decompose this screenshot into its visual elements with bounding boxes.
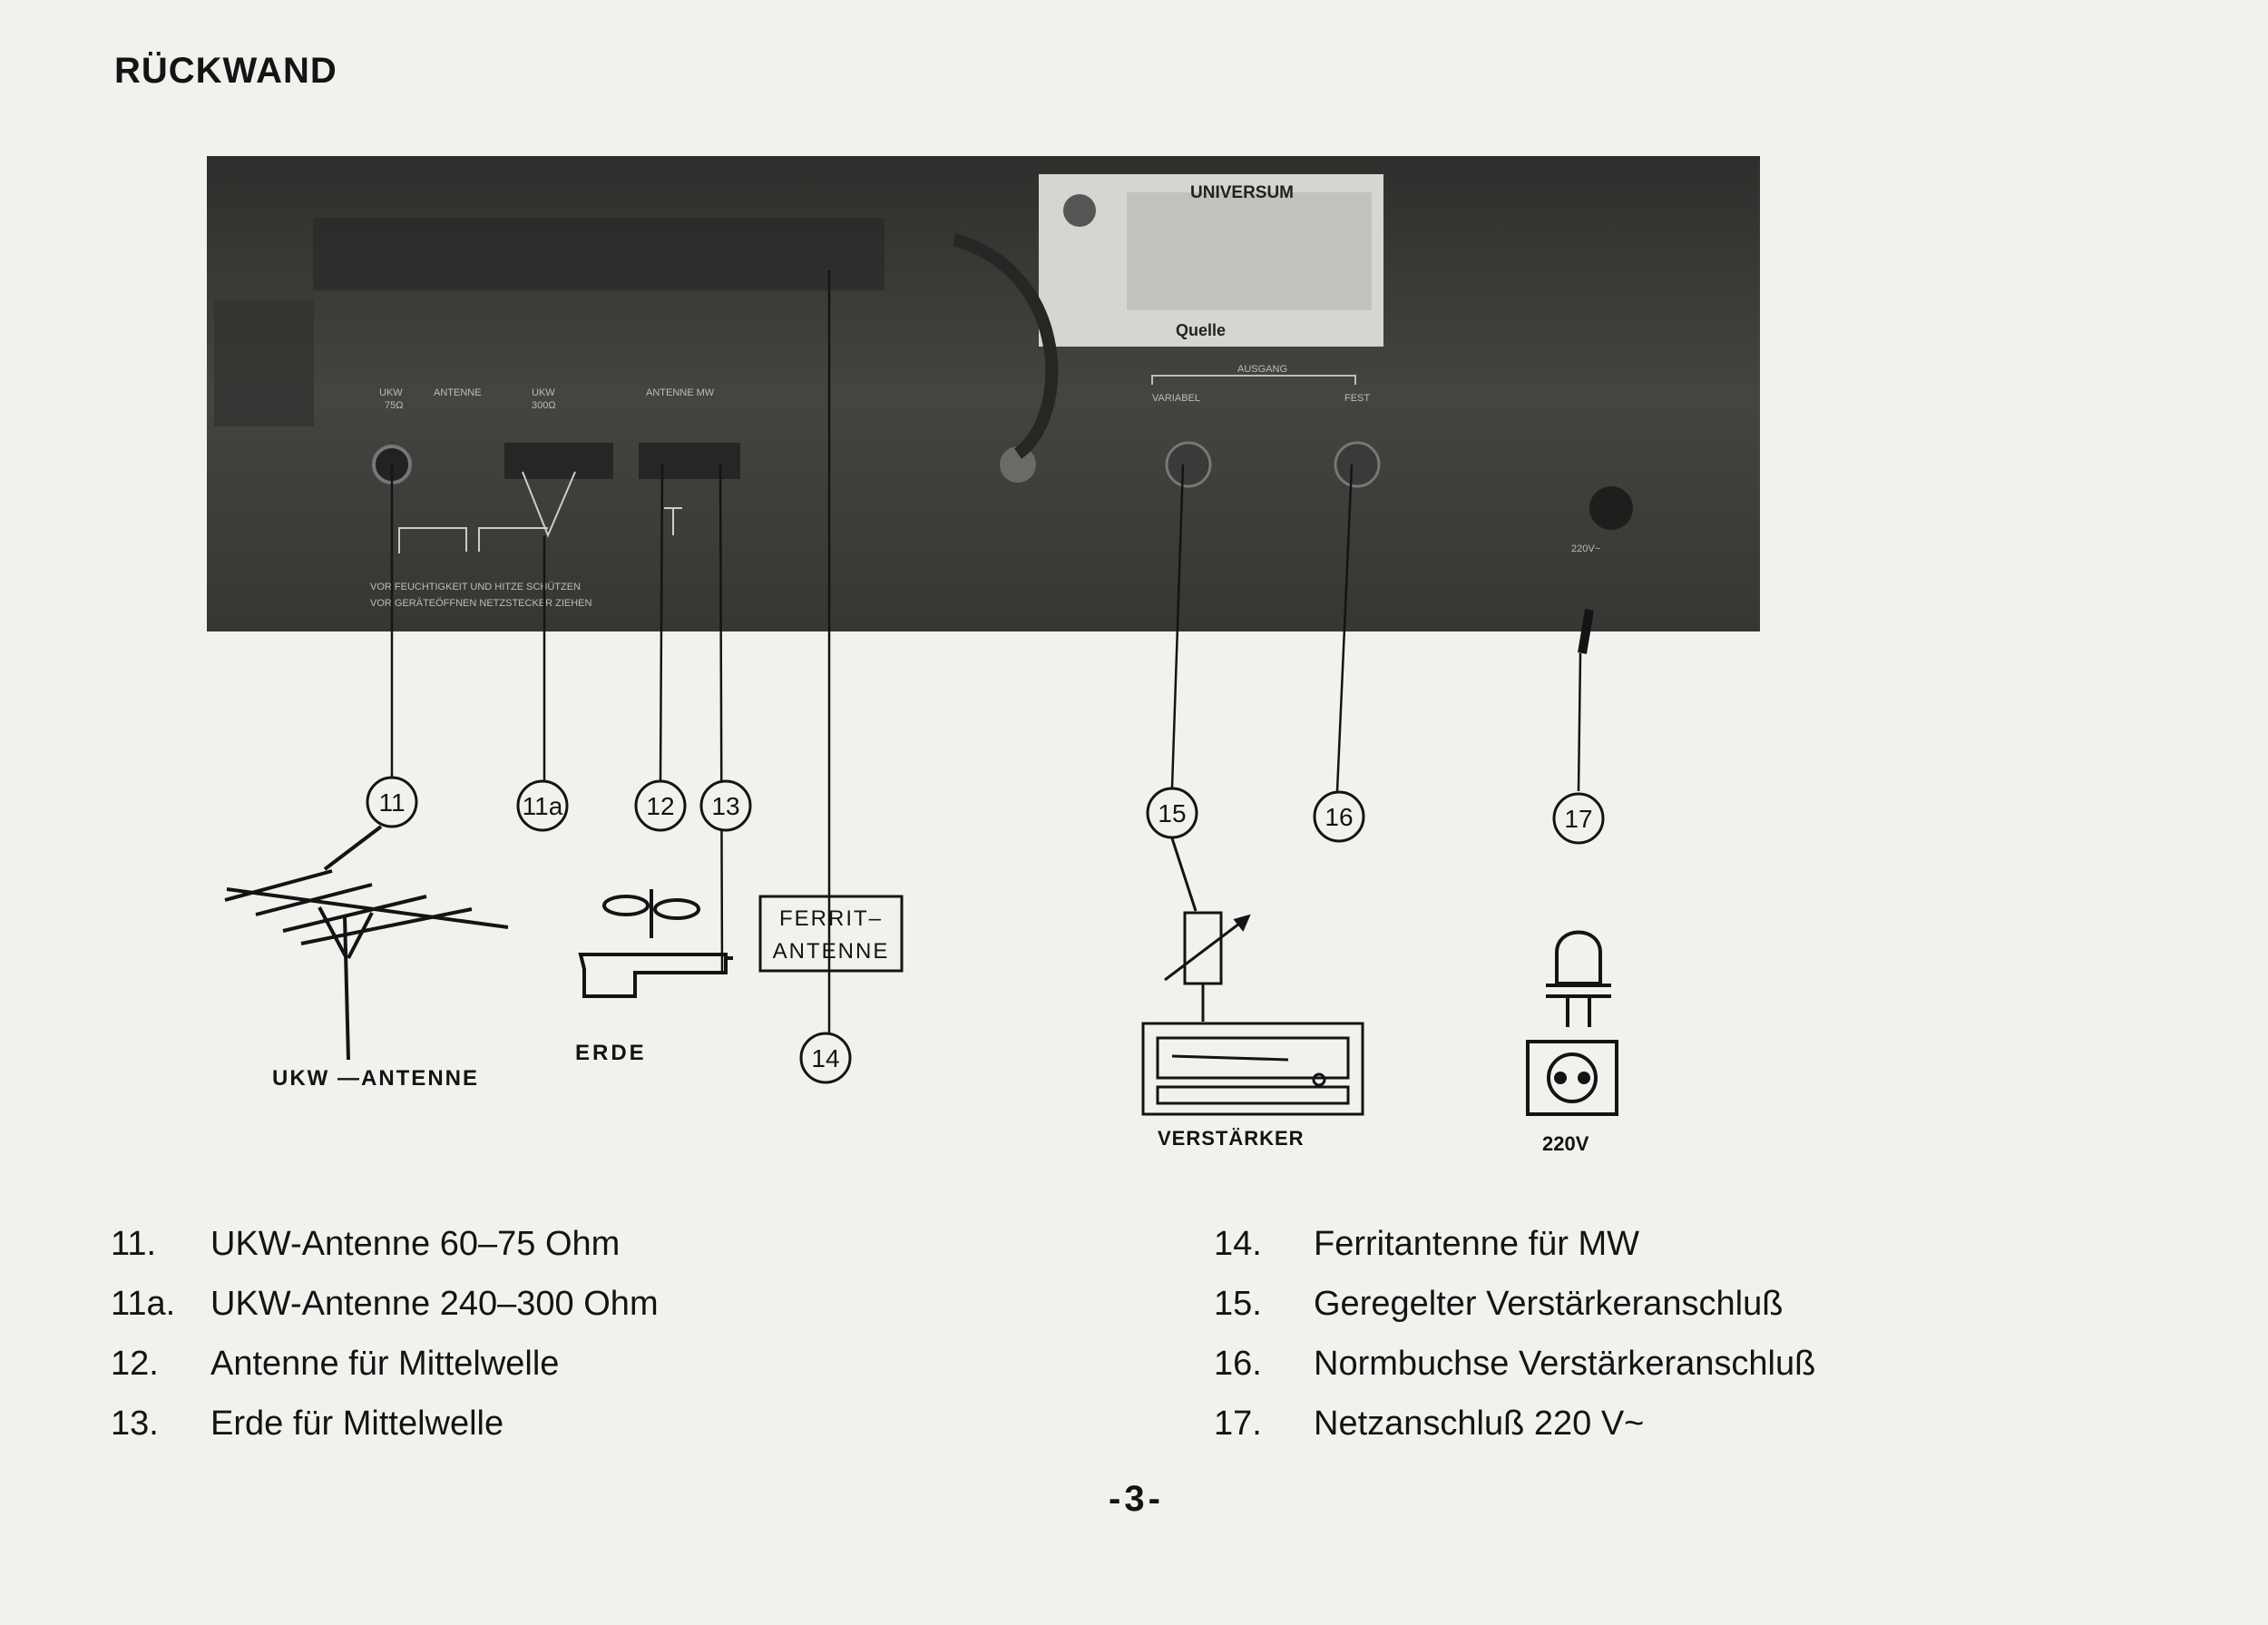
legend-item: 11. UKW-Antenne 60–75 Ohm <box>111 1214 659 1274</box>
legend-item: 12. Antenne für Mittelwelle <box>111 1334 659 1394</box>
legend-item: 16. Normbuchse Verstärkeranschluß <box>1214 1334 1815 1394</box>
leader-16 <box>1335 464 1354 792</box>
panel-warning-2: VOR GERÄTEÖFFNEN NETZSTECKER ZIEHEN <box>370 598 592 609</box>
leader-13 <box>719 464 724 975</box>
legend-item: 13. Erde für Mittelwelle <box>111 1394 659 1454</box>
legend-text: Normbuchse Verstärkeranschluß <box>1314 1345 1816 1383</box>
leader-12 <box>659 464 664 781</box>
callout-13: 13 <box>711 792 739 820</box>
label-ukw-75: UKW <box>379 387 403 398</box>
label-ausgang: AUSGANG <box>1237 364 1287 375</box>
caption-220v: 220V <box>1542 1132 1589 1155</box>
cable-loop <box>953 233 1059 459</box>
callout-15: 15 <box>1158 799 1186 827</box>
panel-top-recess <box>313 218 885 290</box>
panel-antenna-lines <box>398 471 682 553</box>
terminal-ukw-300 <box>504 443 613 479</box>
legend-text: UKW-Antenne 240–300 Ohm <box>210 1285 659 1323</box>
callout-11: 11 <box>378 788 405 817</box>
legend-number: 17. <box>1214 1405 1262 1443</box>
callout-14: 14 <box>811 1044 839 1072</box>
legend-right: 14. Ferritantenne für MW 15. Geregelter … <box>1214 1214 1815 1454</box>
legend-number: 15. <box>1214 1285 1262 1323</box>
type-plate-window <box>1127 192 1372 310</box>
legend-number: 16. <box>1214 1345 1262 1383</box>
page-title: RÜCKWAND <box>114 51 337 91</box>
legend-text: Erde für Mittelwelle <box>210 1405 504 1443</box>
legend-number: 14. <box>1214 1225 1262 1263</box>
leader-17 <box>1577 652 1582 792</box>
panel-mains-label: 220V~ <box>1571 543 1600 554</box>
socket-fest <box>1334 441 1381 488</box>
legend-text: Ferritantenne für MW <box>1314 1225 1639 1263</box>
terminal-am <box>639 443 740 479</box>
panel-grommet <box>1000 446 1036 483</box>
legend-text: Geregelter Verstärkeranschluß <box>1314 1285 1784 1323</box>
legend-text: Netzanschluß 220 V~ <box>1314 1405 1645 1443</box>
ferrit-box <box>758 895 904 973</box>
type-plate-brand: UNIVERSUM <box>1190 183 1294 202</box>
callout-circle-11 <box>366 776 418 828</box>
legend-number: 11. <box>111 1225 157 1263</box>
legend-item: 17. Netzanschluß 220 V~ <box>1214 1394 1815 1454</box>
caption-ferrit-2: ANTENNE <box>773 939 890 964</box>
legend-number: 11a. <box>111 1285 176 1323</box>
type-plate-maker: Quelle <box>1176 321 1226 339</box>
water-tap-icon <box>578 889 733 998</box>
leader-15 <box>1170 464 1185 788</box>
amplifier-icon <box>1141 1022 1364 1116</box>
legend-number: 13. <box>111 1405 159 1443</box>
callout-circle-14 <box>799 1032 852 1084</box>
page-number: -3- <box>1109 1479 1164 1519</box>
ausgang-bracket <box>1151 375 1356 385</box>
legend-left: 11. UKW-Antenne 60–75 Ohm 11a. UKW-Anten… <box>111 1214 659 1454</box>
callout-circle-13 <box>699 779 752 832</box>
socket-mains <box>1589 486 1633 530</box>
label-antenne: ANTENNE <box>434 387 482 398</box>
callout-circle-12 <box>634 779 687 832</box>
caption-verstaerker: VERSTÄRKER <box>1158 1127 1305 1150</box>
legend-text: UKW-Antenne 60–75 Ohm <box>210 1225 621 1263</box>
potentiometer-icon <box>1164 837 1251 1022</box>
callout-17: 17 <box>1564 805 1592 833</box>
label-ukw-300-ohm: 300Ω <box>532 400 556 411</box>
panel-left-bracket <box>214 299 314 426</box>
callout-circle-17 <box>1552 792 1605 845</box>
label-variabel: VARIABEL <box>1152 393 1200 404</box>
legend-item: 11a. UKW-Antenne 240–300 Ohm <box>111 1274 659 1334</box>
caption-ferrit-1: FERRIT– <box>779 906 883 931</box>
label-antenne-mw: ANTENNE MW <box>646 387 715 398</box>
legend-item: 15. Geregelter Verstärkeranschluß <box>1214 1274 1815 1334</box>
caption-ukw-antenne: UKW —ANTENNE <box>272 1066 479 1091</box>
wall-socket-icon <box>1526 1040 1618 1116</box>
socket-variabel <box>1165 441 1212 488</box>
brand-logo-icon <box>1063 194 1096 227</box>
callout-circle-11a <box>516 779 569 832</box>
callout-16: 16 <box>1325 803 1353 831</box>
mains-plug-icon <box>1546 930 1611 1027</box>
callout-12: 12 <box>646 792 674 820</box>
mains-cord <box>1578 609 1594 654</box>
legend-item: 14. Ferritantenne für MW <box>1214 1214 1815 1274</box>
label-ukw-300: UKW <box>532 387 555 398</box>
label-fest: FEST <box>1344 393 1370 404</box>
yagi-antenna-icon <box>224 825 509 1061</box>
legend-number: 12. <box>111 1345 159 1383</box>
panel-warning-1: VOR FEUCHTIGKEIT UND HITZE SCHÜTZEN <box>370 582 581 592</box>
label-ukw-75-ohm: 75Ω <box>385 400 403 411</box>
caption-erde: ERDE <box>575 1041 647 1065</box>
callout-circle-16 <box>1313 790 1365 843</box>
legend-text: Antenne für Mittelwelle <box>210 1345 560 1383</box>
callout-11a: 11a <box>523 792 563 820</box>
callout-circle-15 <box>1146 787 1198 839</box>
